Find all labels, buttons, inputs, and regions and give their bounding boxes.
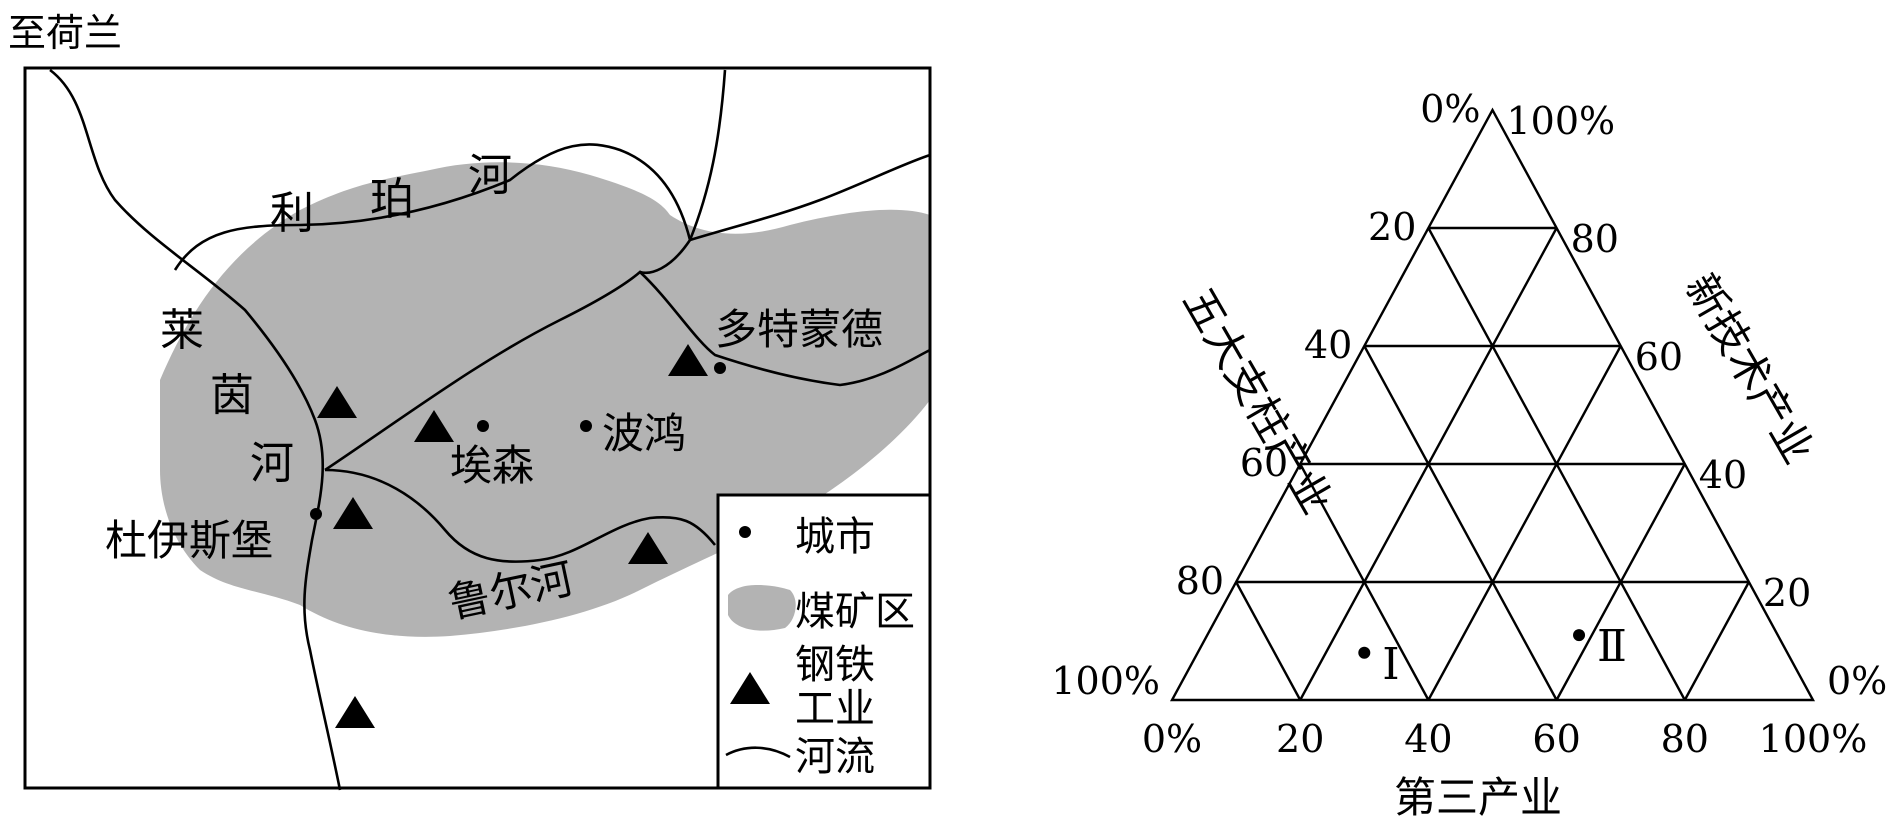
tick-bottom: 0% [1142,717,1202,761]
steel-triangle-essen [414,410,454,442]
legend-coal-swatch [728,585,796,631]
steel-markers [317,344,708,728]
bochum-dot [580,420,592,432]
legend-box [716,493,932,790]
data-point-1 [1358,646,1371,659]
tick-bottom: 80 [1661,717,1709,761]
essen-label: 埃森 [450,441,534,490]
legend-steel-triangle [730,672,770,704]
lippe-label-2: 珀 [370,174,414,225]
tick-right: 80 [1571,217,1619,261]
tick-right: 20 [1763,571,1811,615]
data-point-2 [1573,629,1586,642]
rhine-river [49,68,342,791]
tick-bottom: 60 [1532,717,1580,761]
steel-triangle-dortmund [668,344,708,376]
tick-bottom: 40 [1404,717,1452,761]
axis-label-tertiary: 第三产业 [1394,773,1562,822]
grid-line-left-leaning [1555,463,1686,701]
steel-triangle-south [335,696,375,728]
grid-line-right-leaning [1363,345,1558,701]
ternary-grid [1169,107,1816,702]
essen-dot [477,420,489,432]
legend-city-dot [739,526,751,538]
dortmund-label: 多特蒙德 [715,305,883,354]
to-netherlands-label: 至荷兰 [8,11,122,55]
duisburg-label: 杜伊斯堡 [105,516,273,565]
grid-line-right-leaning [1299,463,1430,701]
rhine-label-3: 河 [250,438,294,489]
tick-left: 0% [1420,87,1480,131]
tick-left: 60 [1240,441,1288,485]
steel-triangle-ruhr [628,532,668,564]
grid-line-right-leaning [1235,581,1302,701]
axis-label-pillar: 五大支柱产业 [1173,279,1341,522]
map-frame [23,66,932,790]
ruhr-river [324,468,717,563]
ternary-tick-labels: 0% 100% 0% 20 80 20 40 60 40 60 40 60 80 20 80 100% 0% 10… [1051,87,1887,761]
ternary-chart: 0% 100% 0% 20 80 20 40 60 40 60 40 60 80 20 80 100% 0% 10… [1051,87,1887,822]
grid-line-left-leaning [1683,581,1750,701]
top-tributary [639,69,727,274]
rivers [49,68,931,791]
legend-coal-label: 煤矿区 [795,589,915,635]
lippe-label-3: 河 [468,150,512,201]
tick-right: 0% [1827,659,1887,703]
data-point-label-2: Ⅱ [1597,621,1627,672]
data-point-label-1: Ⅰ [1382,639,1399,690]
bochum-label: 波鸿 [602,409,686,458]
tick-bottom: 100% [1759,717,1868,761]
ruhr-map: 至荷兰 利 珀 河 莱 茵 河 鲁尔河 [8,11,932,791]
tick-left: 80 [1176,559,1224,603]
lippe-label-1: 利 [270,188,314,239]
emscher-river [324,270,931,472]
tick-bottom: 20 [1276,717,1324,761]
legend-steel-label-1: 钢铁 [795,642,875,688]
legend-river-label: 河流 [795,734,875,780]
axis-label-newtech: 新技术产业 [1676,266,1823,472]
tick-right: 100% [1507,99,1616,143]
dortmund-dot [714,362,726,374]
steel-triangle-rhine-north [317,386,357,418]
lippe-river [173,143,931,271]
legend-steel-label-2: 工业 [795,686,875,732]
grid-line-left-leaning [1427,345,1622,701]
steel-triangle-duisburg [333,497,373,529]
map-legend: 城市 煤矿区 钢铁 工业 河流 [716,493,932,790]
tick-left: 20 [1368,205,1416,249]
tick-left: 100% [1051,659,1160,703]
ternary-outline [1169,107,1816,702]
tick-right: 60 [1635,335,1683,379]
legend-city-label: 城市 [795,514,875,560]
rhine-label-2: 茵 [210,370,254,421]
duisburg-dot [310,508,322,520]
tick-left: 40 [1304,323,1352,367]
rhine-label-1: 莱 [160,305,204,356]
tick-right: 40 [1699,453,1747,497]
legend-river-line [725,746,791,759]
